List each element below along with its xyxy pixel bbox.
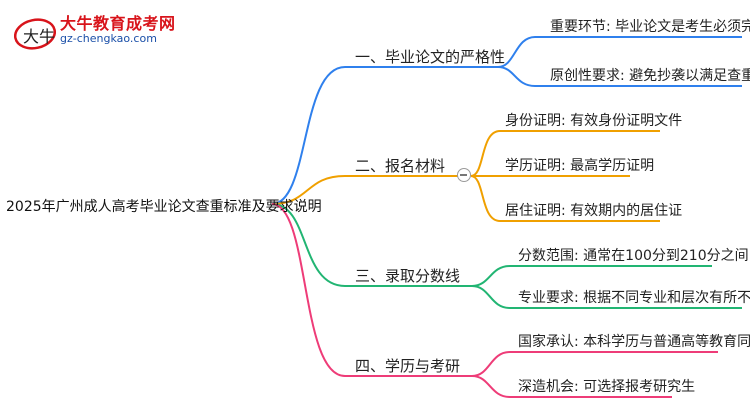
branch-4-topic: 四、学历与考研 <box>355 357 461 375</box>
leaf-2-1: 身份证明: 有效身份证明文件 <box>505 113 683 129</box>
logo-emblem-icon: 大牛 <box>14 18 56 50</box>
logo-url: gz-chengkao.com <box>60 32 157 45</box>
branch-1-topic: 一、毕业论文的严格性 <box>355 48 506 66</box>
connector-root-branch-2 <box>271 175 346 205</box>
leaf-3-1: 分数范围: 通常在100分到210分之间 <box>518 248 749 264</box>
leaf-4-2: 深造机会: 可选择报考研究生 <box>518 379 696 395</box>
connector-branch-4-leaf-1 <box>471 351 511 377</box>
branch-2-topic: 二、报名材料 <box>355 157 446 175</box>
branch-3-topic: 三、录取分数线 <box>355 267 461 285</box>
connector-branch-3-leaf-1 <box>471 265 511 287</box>
leaf-4-1: 国家承认: 本科学历与普通高等教育同等 <box>518 334 750 350</box>
connector-branch-1-leaf-2 <box>497 66 536 87</box>
connector-branch-4-leaf-2 <box>471 375 511 398</box>
connector-branch-2-leaf-3 <box>470 175 501 222</box>
site-logo[interactable]: 大牛 大牛教育成考网 gz-chengkao.com <box>6 4 196 52</box>
leaf-2-2: 学历证明: 最高学历证明 <box>505 158 655 174</box>
connector-branch-3-leaf-2 <box>471 285 511 309</box>
connector-root-branch-4 <box>271 203 346 377</box>
logo-title: 大牛教育成考网 <box>60 14 176 33</box>
connector-branch-2-leaf-1 <box>470 130 501 177</box>
connector-branch-1-leaf-1 <box>497 36 536 68</box>
leaf-2-3: 居住证明: 有效期内的居住证 <box>505 203 683 219</box>
leaf-1-1: 重要环节: 毕业论文是考生必须完成的 <box>550 19 750 35</box>
root-topic: 2025年广州成人高考毕业论文查重标准及要求说明 <box>6 199 322 215</box>
leaf-3-2: 专业要求: 根据不同专业和层次有所不同 <box>518 290 750 306</box>
collapse-toggle-icon[interactable] <box>457 168 471 182</box>
logo-badge-lettering: 大牛 <box>23 27 55 46</box>
connector-root-branch-1 <box>271 66 346 205</box>
leaf-1-2: 原创性要求: 避免抄袭以满足查重标准 <box>550 68 750 84</box>
connector-root-branch-3 <box>271 203 346 287</box>
